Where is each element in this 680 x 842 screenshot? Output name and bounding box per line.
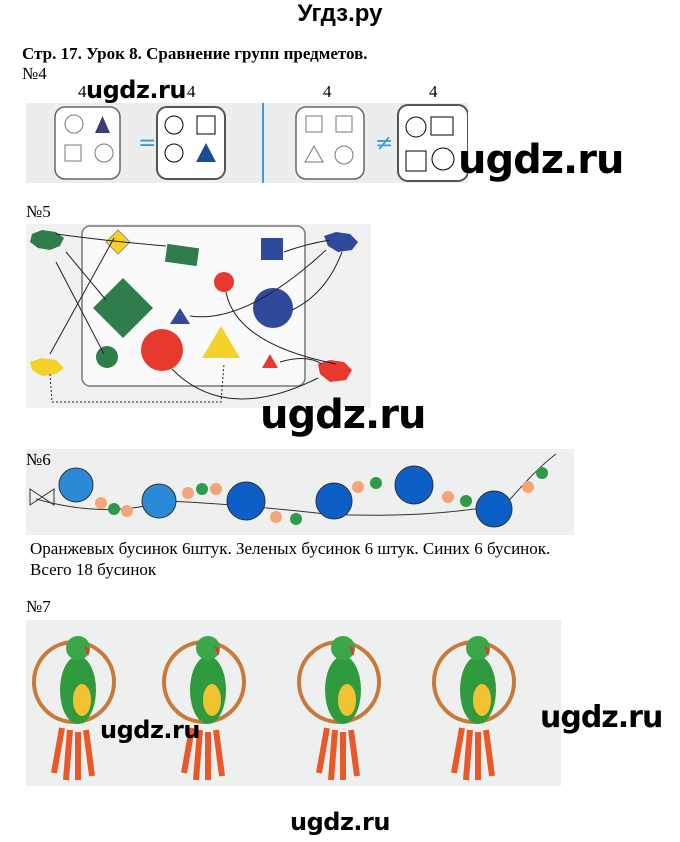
task-7-label: №7 xyxy=(26,597,51,616)
watermark: ugdz.ru xyxy=(260,392,426,438)
watermark: ugdz.ru xyxy=(100,716,200,744)
count-label: 4 xyxy=(323,82,332,101)
count-label: 4 xyxy=(78,82,87,101)
svg-text:≠: ≠ xyxy=(375,131,393,156)
task-5-illustration xyxy=(26,224,371,408)
task-6-illustration xyxy=(26,449,574,535)
count-label: 4 xyxy=(429,82,438,101)
task-5-label: №5 xyxy=(26,202,51,221)
footer-watermark: ugdz.ru xyxy=(290,808,390,836)
watermark: ugdz.ru xyxy=(458,137,624,183)
watermark: ugdz.ru xyxy=(86,76,186,104)
site-title[interactable]: Угдз.ру xyxy=(297,0,383,27)
task-4-label: №4 xyxy=(22,64,47,83)
parrot-icon xyxy=(32,636,116,781)
task-4-illustration: = ≠ xyxy=(26,103,468,183)
task-6-answer: Оранжевых бусинок 6штук. Зеленых бусинок… xyxy=(30,539,551,579)
watermark: ugdz.ru xyxy=(540,700,663,735)
svg-text:=: = xyxy=(138,131,156,156)
task-7-illustration xyxy=(26,620,561,786)
page-heading: Стр. 17. Урок 8. Сравнение групп предмет… xyxy=(22,44,368,63)
count-label: 4 xyxy=(187,82,196,101)
task-6-label: №6 xyxy=(26,450,51,469)
